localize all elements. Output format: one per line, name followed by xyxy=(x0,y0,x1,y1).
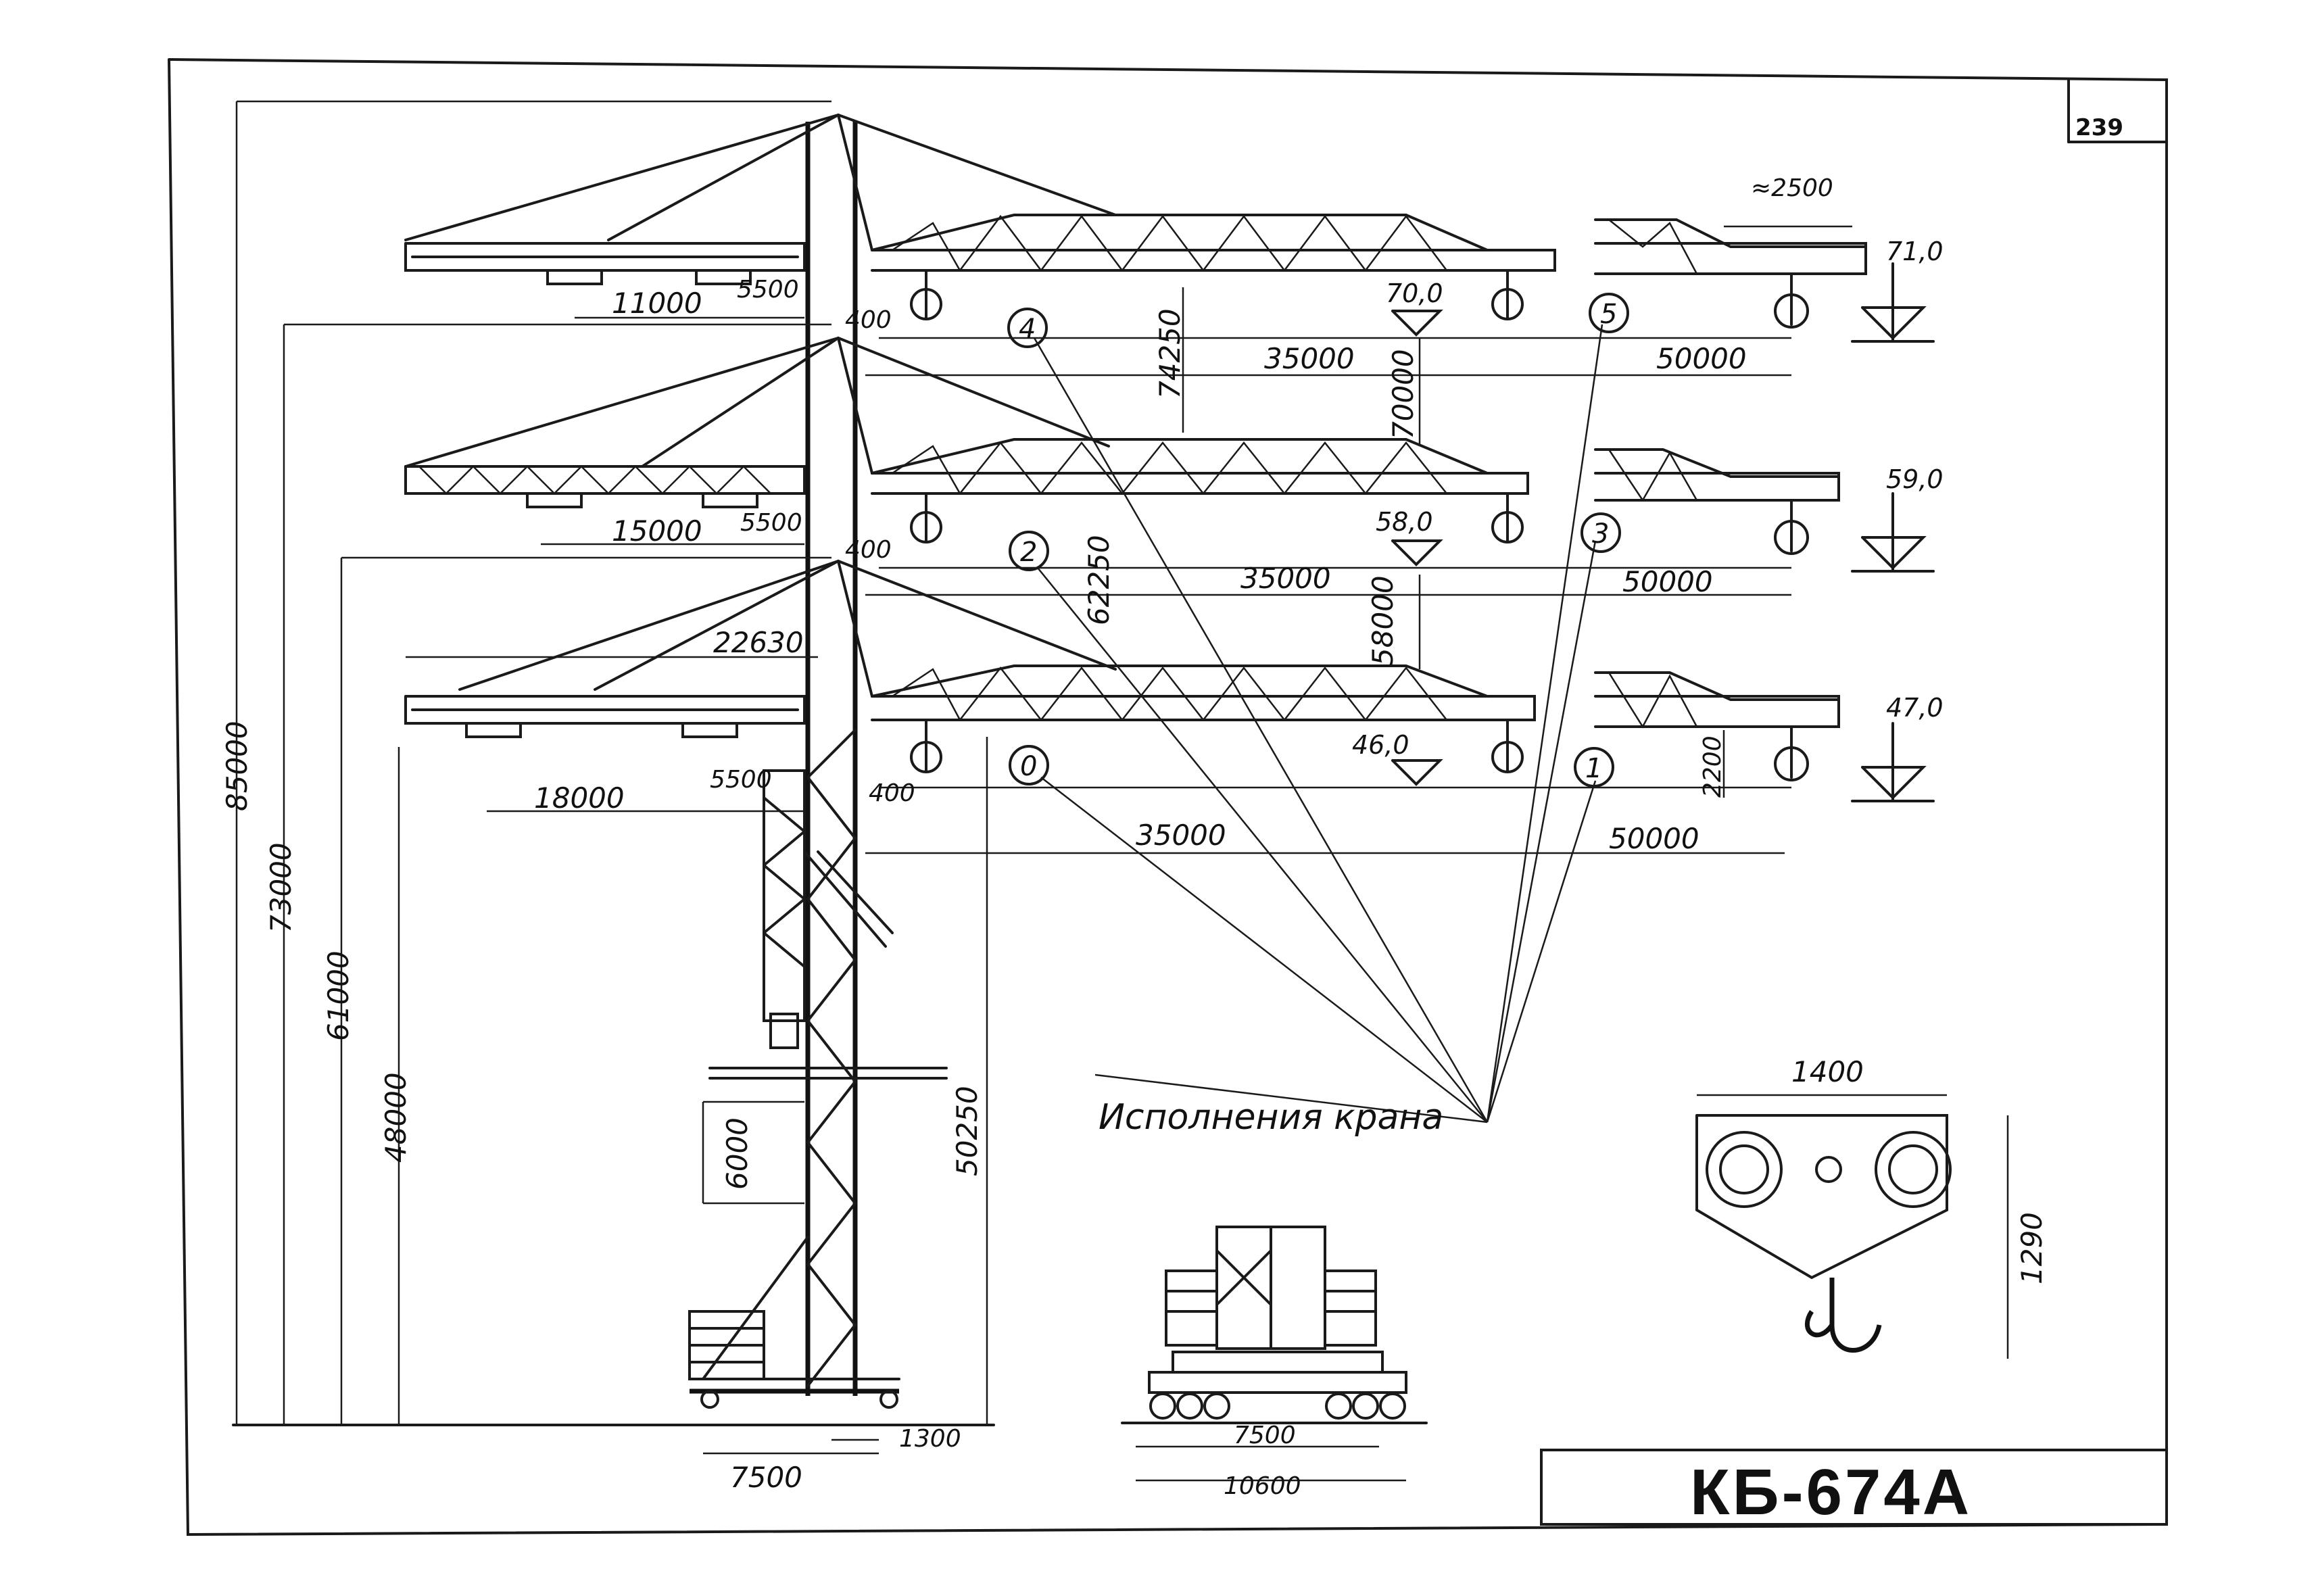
dim-base-1300: 1300 xyxy=(899,1425,961,1453)
dim-50000-bottom: 50000 xyxy=(1609,822,1699,855)
variant-circle-2 xyxy=(1009,531,1049,571)
level-70: 70,0 xyxy=(1386,279,1443,308)
variants-caption: Исполнения крана xyxy=(1099,1097,1443,1138)
dim-62250: 62250 xyxy=(1082,535,1115,625)
drawing-title: КБ-674А xyxy=(1690,1456,1972,1528)
level-markers xyxy=(1391,262,1935,802)
dim-73000: 73000 xyxy=(264,842,297,933)
variant-circle-3 xyxy=(1581,512,1621,553)
dim-approx-2500: ≈2500 xyxy=(1751,174,1833,202)
level-46: 46,0 xyxy=(1352,730,1409,760)
jib-variant-middle xyxy=(404,337,1840,555)
variant-leaders xyxy=(1033,324,1603,1123)
level-47: 47,0 xyxy=(1886,693,1944,723)
dim-5500-middle: 5500 xyxy=(740,509,802,537)
dim-track-7500: 7500 xyxy=(1234,1422,1296,1449)
variant-circle-1 xyxy=(1574,747,1614,788)
variant-label-5: 5 xyxy=(1600,299,1617,330)
dim-5500-bottom: 5500 xyxy=(710,766,772,794)
dim-70000: 70000 xyxy=(1386,349,1420,439)
climbing-frame xyxy=(763,769,894,1049)
variant-label-4: 4 xyxy=(1019,314,1036,345)
dim-18000: 18000 xyxy=(534,781,625,815)
portal-base xyxy=(688,1236,900,1409)
dim-74250: 74250 xyxy=(1153,308,1186,399)
track-section xyxy=(1121,1226,1428,1424)
variant-circle-5 xyxy=(1589,293,1629,333)
variant-circle-4 xyxy=(1007,308,1048,348)
tower-mast xyxy=(708,122,948,1396)
dim-48000: 48000 xyxy=(379,1072,412,1163)
dim-35000-middle: 35000 xyxy=(1240,562,1331,595)
level-58: 58,0 xyxy=(1376,507,1433,537)
dim-85000: 85000 xyxy=(220,721,254,811)
dim-1290: 1290 xyxy=(2015,1212,2048,1284)
variant-label-2: 2 xyxy=(1020,537,1037,568)
jib-variant-top xyxy=(404,114,1867,329)
dim-15000: 15000 xyxy=(612,514,702,548)
dimension-lines xyxy=(235,100,1852,1482)
sheet-frame: 239 xyxy=(168,58,2168,1537)
dim-11000: 11000 xyxy=(612,287,702,320)
page-number: 239 xyxy=(2075,114,2123,141)
dim-35000-top: 35000 xyxy=(1264,342,1355,375)
level-71: 71,0 xyxy=(1886,237,1944,266)
dim-61000: 61000 xyxy=(322,950,355,1041)
jib-variant-bottom xyxy=(404,560,1840,781)
dim-35000-bottom: 35000 xyxy=(1136,819,1226,852)
dim-50250: 50250 xyxy=(950,1086,984,1176)
dim-5500-top: 5500 xyxy=(737,276,799,304)
dim-2200: 2200 xyxy=(1699,735,1727,798)
title-block: КБ-674А xyxy=(1540,1449,2168,1528)
dim-50000-middle: 50000 xyxy=(1622,565,1713,598)
level-59: 59,0 xyxy=(1886,464,1944,494)
dim-400-bottom: 400 xyxy=(869,779,915,807)
dim-400-middle: 400 xyxy=(845,536,892,564)
dim-base-7500: 7500 xyxy=(730,1461,802,1494)
variant-label-1: 1 xyxy=(1585,753,1602,784)
dim-400-top: 400 xyxy=(845,306,892,334)
dim-58000: 58000 xyxy=(1366,575,1399,666)
variant-circles: 4 5 2 3 0 1 xyxy=(1007,293,1629,788)
dim-1400: 1400 xyxy=(1791,1055,1864,1088)
dim-50000-top: 50000 xyxy=(1656,342,1747,375)
dim-6000: 6000 xyxy=(721,1117,754,1190)
hook-block xyxy=(1695,1094,2009,1359)
dim-track-10600: 10600 xyxy=(1224,1472,1301,1500)
variant-label-0: 0 xyxy=(1020,751,1037,782)
variant-label-3: 3 xyxy=(1592,518,1609,550)
dim-22630: 22630 xyxy=(713,626,804,659)
variant-circle-0 xyxy=(1009,745,1049,785)
